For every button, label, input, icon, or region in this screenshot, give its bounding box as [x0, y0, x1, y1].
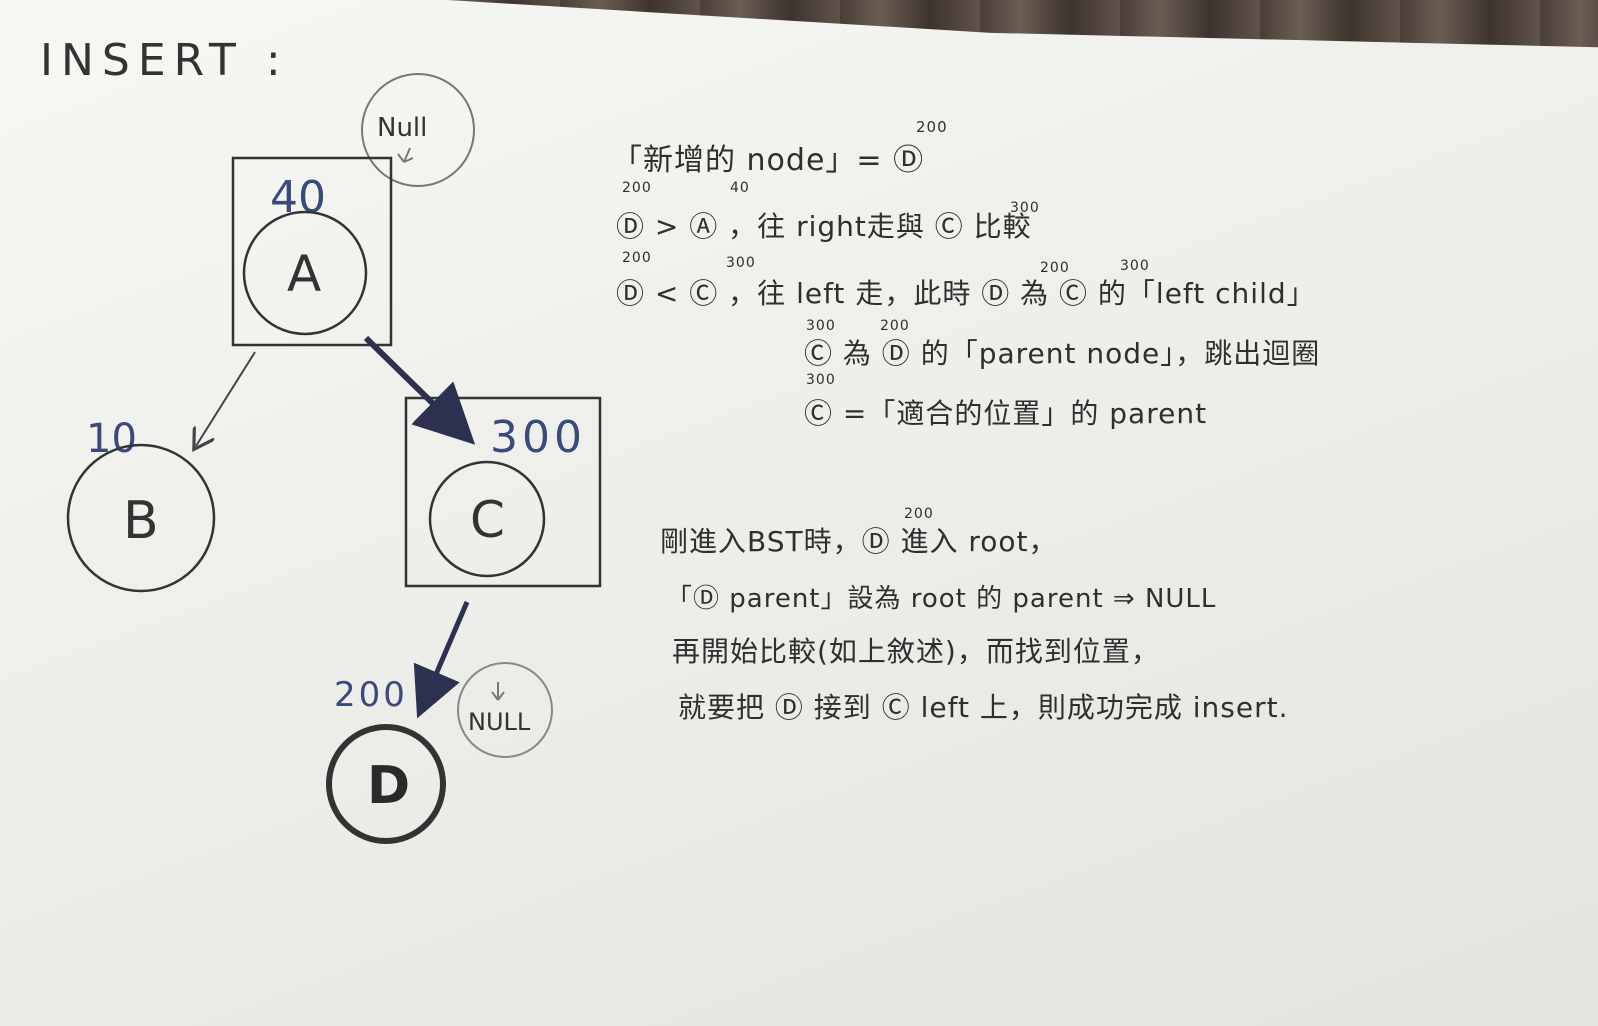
node-a-key: 40 [270, 172, 326, 223]
summary-line-3: 再開始比較(如上敘述)，而找到位置， [672, 635, 1160, 668]
sup-line2-a: 200 [622, 180, 652, 196]
null-bottom-arrow [491, 682, 505, 701]
explanation-line-1: 「新增的 node」= Ⓓ [612, 143, 925, 178]
node-d-letter: D [367, 756, 410, 816]
sup-line1: 200 [916, 118, 948, 136]
node-a-circle [242, 210, 368, 336]
sup-line3-c: 200 [1040, 260, 1070, 276]
explanation-line-2: Ⓓ > Ⓐ ，往 right走與 Ⓒ 比較 [616, 210, 1032, 243]
edge-a-c [363, 335, 476, 445]
explanation-line-5: Ⓒ =「適合的位置」的 parent [804, 397, 1208, 430]
node-c-circle [428, 460, 546, 578]
node-a-box [231, 156, 393, 347]
sup-line2-c: 300 [1010, 200, 1040, 216]
page-title: INSERT : [40, 35, 289, 86]
summary-line-2: 「Ⓓ parent」設為 root 的 parent ⇒ NULL [666, 584, 1217, 614]
sup-line4-a: 300 [806, 318, 836, 334]
sup-line3-d: 300 [1120, 258, 1150, 274]
node-c-letter: C [470, 491, 505, 549]
explanation-line-4: Ⓒ 為 Ⓓ 的「parent node」，跳出迴圈 [804, 337, 1321, 370]
sup-line3-b: 300 [726, 255, 756, 271]
null-top-arrow [397, 147, 414, 163]
summary-line-1: 剛進入BST時，Ⓓ 進入 root， [660, 525, 1058, 558]
node-d-key: 200 [334, 675, 408, 715]
node-d-circle [326, 724, 446, 844]
null-bottom-label: NULL [468, 708, 531, 736]
node-b-letter: B [123, 491, 159, 551]
null-top-label: Null [377, 113, 427, 143]
node-c-key: 300 [490, 412, 586, 463]
sup-line5: 300 [806, 372, 836, 388]
null-top-circle [361, 73, 475, 187]
null-bottom-circle [457, 662, 553, 758]
node-b-circle [66, 443, 216, 593]
sup-summary-line1: 200 [904, 506, 934, 522]
edge-c-d [413, 601, 470, 719]
sup-line4-b: 200 [880, 318, 910, 334]
summary-line-4: 就要把 Ⓓ 接到 Ⓒ left 上，則成功完成 insert. [678, 691, 1289, 724]
node-b-key: 10 [86, 416, 137, 462]
sup-line3-a: 200 [622, 250, 652, 266]
explanation-line-3: Ⓓ < Ⓒ ，往 left 走，此時 Ⓓ 為 Ⓒ 的「left child」 [616, 277, 1316, 310]
sup-line2-b: 40 [730, 180, 750, 196]
node-c-box [404, 396, 602, 588]
node-a-letter: A [287, 245, 321, 303]
edge-a-b [196, 351, 256, 446]
